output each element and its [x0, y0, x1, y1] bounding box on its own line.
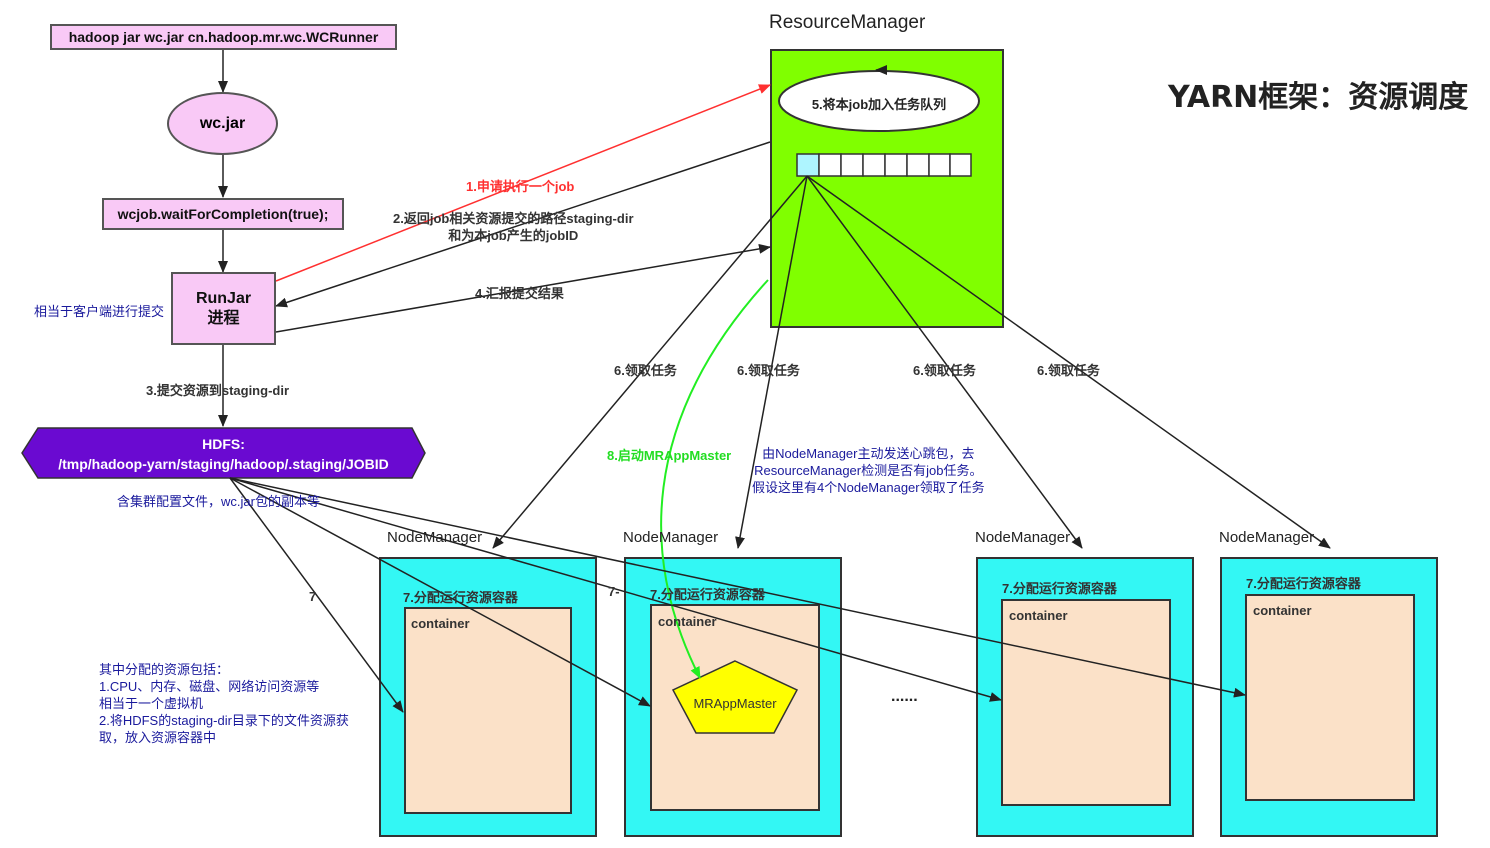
arrow-step4 [275, 243, 771, 333]
task-queue [796, 153, 972, 177]
arrow-step7-c4 [229, 477, 1246, 698]
container-3-box [1001, 599, 1171, 806]
queue-ellipse [778, 70, 980, 132]
hdfs-shape [21, 427, 426, 479]
arrow-step6-nm1 [492, 175, 808, 549]
arrow-step1 [275, 84, 771, 282]
arrow-step8 [660, 279, 769, 679]
mrappmaster-shape [671, 660, 799, 734]
arrow-step6-nm3 [806, 175, 1083, 549]
arrow-step6-nm4 [806, 175, 1331, 549]
arrow-step7-c1 [229, 477, 404, 713]
arrow-step7-c3 [229, 477, 1002, 702]
arrow-step2 [275, 141, 771, 308]
arrow-step7-c2 [229, 477, 651, 707]
container-1-box [404, 607, 572, 814]
container-4-box [1245, 594, 1415, 801]
arrow-step6-nm2 [735, 175, 808, 549]
